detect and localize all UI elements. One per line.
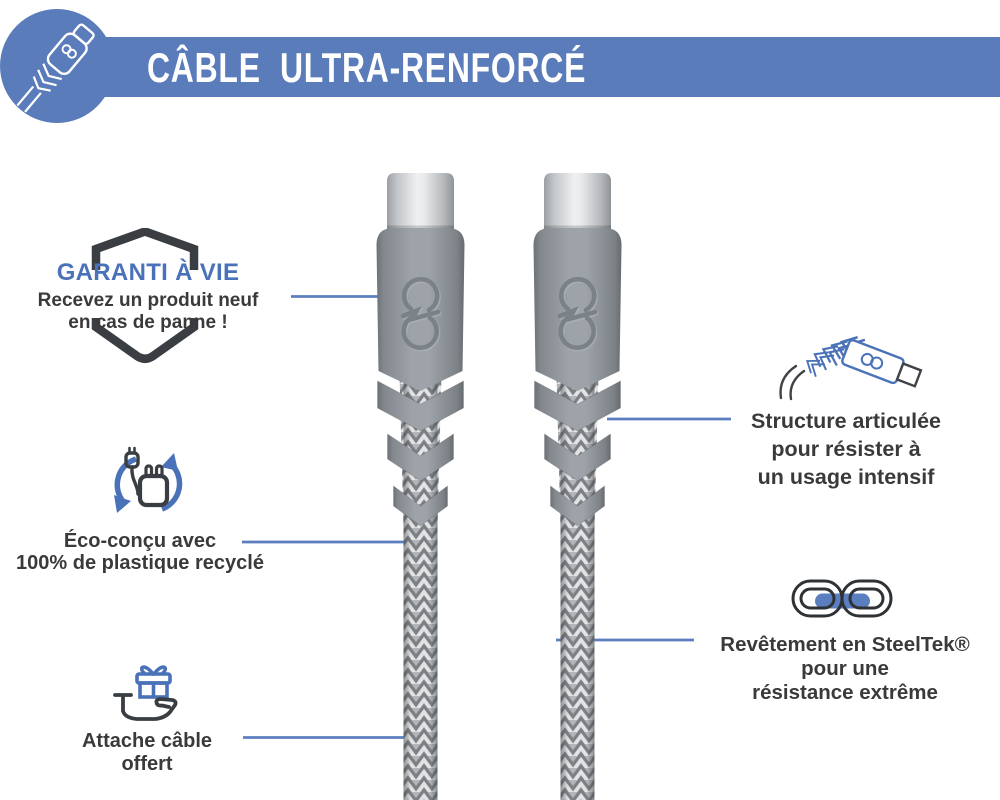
coating-text-line-1: Revêtement en SteelTek®	[720, 633, 970, 656]
header-bar: CÂBLE ULTRA-RENFORCÉ	[57, 37, 1000, 97]
braided-cable-connector-icon	[0, 9, 114, 123]
coating-text-line-3: résistance extrême	[752, 681, 938, 704]
shield-icon	[91, 228, 199, 363]
embossed-brand-logo	[557, 276, 599, 352]
connector-housing	[376, 228, 465, 391]
brand-logo	[0, 9, 114, 123]
structure-text-line-2: pour résister à	[771, 437, 921, 461]
callout-lines	[242, 295, 731, 739]
embossed-brand-logo	[400, 276, 442, 352]
eco-text-line-2: 100% de plastique recyclé	[16, 551, 264, 574]
recycle-arrows-charger-icon	[114, 446, 183, 513]
callout-coating: Revêtement en SteelTek® pour une résista…	[712, 576, 978, 705]
strain-relief-segments	[534, 380, 621, 527]
structure-text-line-3: un usage intensif	[757, 465, 935, 489]
strain-relief-segments	[377, 380, 464, 527]
callout-gift: Attache câble offert	[17, 660, 277, 776]
eco-text-line-1: Éco-conçu avec	[63, 530, 217, 552]
callout-structure: Structure articulée pour résister à un u…	[715, 322, 977, 491]
callout-warranty: GARANTI À VIE Recevez un produit neuf en…	[13, 228, 283, 363]
warranty-title: GARANTI À VIE	[56, 259, 240, 286]
usb-c-connector-right	[533, 173, 622, 800]
page-title: CÂBLE ULTRA-RENFORCÉ	[147, 44, 587, 91]
structure-text-line-1: Structure articulée	[751, 409, 941, 433]
warranty-text-line-1: Recevez un produit neuf	[37, 290, 259, 311]
chain-links-icon	[791, 579, 893, 618]
metal-tip	[387, 173, 454, 229]
warranty-text-line-2: en cas de panne !	[68, 311, 228, 333]
coating-text-line-2: pour une	[801, 657, 889, 680]
articulated-cable-icon	[779, 331, 923, 401]
gift-in-hand-icon	[113, 665, 178, 721]
gift-text-line-2: offert	[121, 753, 173, 775]
metal-tip	[544, 173, 611, 229]
usb-c-connector-left	[376, 173, 465, 800]
gift-text-line-1: Attache câble	[81, 730, 213, 752]
connector-housing	[533, 228, 622, 391]
callout-eco: Éco-conçu avec 100% de plastique recyclé	[9, 440, 271, 574]
